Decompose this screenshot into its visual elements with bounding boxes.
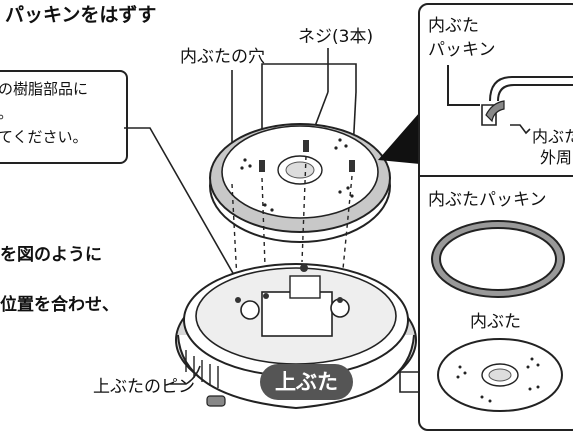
- section-heading: パッキンをはずす: [5, 4, 157, 26]
- instruction-line-1: を図のように: [0, 245, 102, 265]
- note-line-2: 。: [0, 102, 13, 123]
- upper-lid-pin-label: 上ぶたのピン: [93, 377, 195, 397]
- panel-divider: [420, 175, 573, 177]
- caution-note-box: の樹脂部品に 。 てください。: [0, 70, 128, 164]
- inner-lid-hole-label: 内ぶたの穴: [180, 47, 265, 67]
- note-leader-line: [124, 127, 263, 325]
- inner-lid-drawing: [209, 123, 391, 243]
- detail-title-line-2: パッキン: [428, 40, 496, 60]
- detail-title-line-1: 内ぶた: [428, 16, 479, 36]
- zoom-callout-wedge: [378, 112, 420, 164]
- outer-edge-label-line-1: 内ぶた: [532, 127, 573, 146]
- pin-leader-line: [170, 365, 201, 385]
- inner-lid-part-drawing: [437, 338, 563, 412]
- note-line-1: の樹脂部品に: [0, 80, 89, 98]
- outer-edge-label-line-2: 外周: [540, 148, 573, 167]
- upper-lid-drawing: [175, 263, 421, 410]
- upper-lid-badge: 上ぶた: [260, 364, 353, 400]
- detail-panel: 内ぶた パッキン 内ぶた 外周 内ぶたパッキン 内ぶた: [418, 3, 573, 431]
- note-line-3: てください。: [0, 128, 88, 146]
- screws-label: ネジ(3本): [298, 27, 374, 47]
- inner-lid-part-label: 内ぶた: [470, 312, 521, 332]
- packing-ring-drawing: [431, 220, 565, 298]
- packing-cross-section-drawing: [447, 65, 573, 135]
- packing-part-label: 内ぶたパッキン: [428, 190, 547, 210]
- instruction-line-2: 位置を合わせ、: [0, 295, 119, 315]
